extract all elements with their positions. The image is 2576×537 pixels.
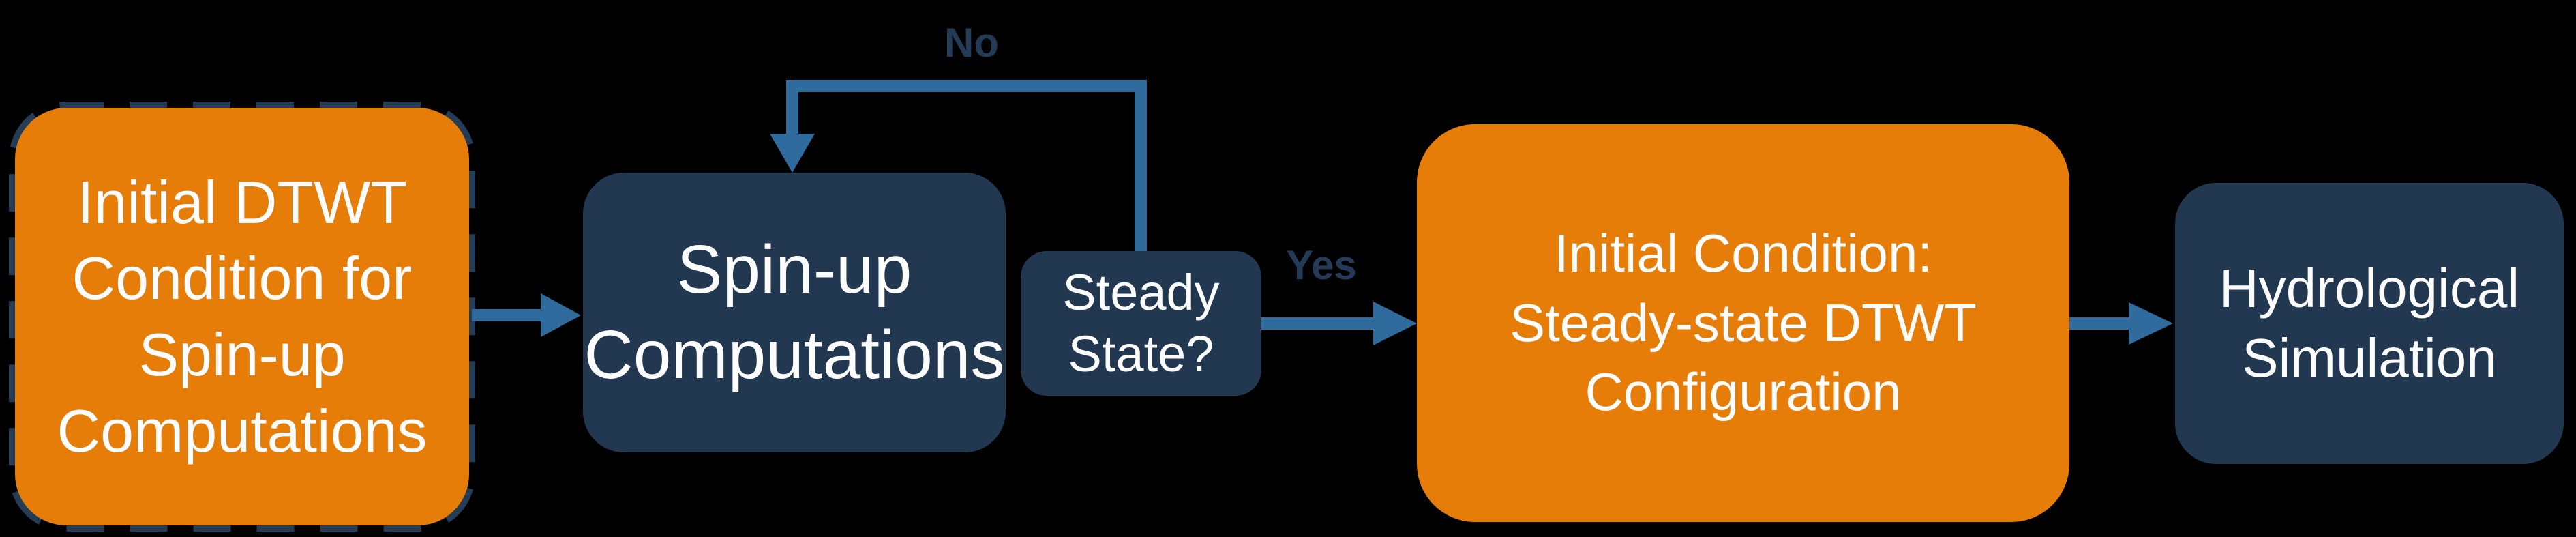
edge-no-loop xyxy=(770,80,1147,251)
node-steady-state-decision: Steady State? xyxy=(1021,251,1261,396)
edge-yes-arrow xyxy=(1261,302,1417,345)
edge-label-yes: Yes xyxy=(1286,242,1357,288)
node-label: Hydrological Simulation xyxy=(2219,258,2520,388)
node-initial-dtwt-condition: Initial DTWT Condition for Spin-up Compu… xyxy=(15,108,469,525)
node-label: Spin-up Computations xyxy=(584,231,1005,393)
node-label: Initial DTWT Condition for Spin-up Compu… xyxy=(57,168,428,465)
node-steady-state-configuration: Initial Condition: Steady-state DTWT Con… xyxy=(1417,124,2069,522)
edge-configuration-to-simulation xyxy=(2069,302,2173,345)
node-label: Initial Condition: Steady-state DTWT Con… xyxy=(1510,223,1977,422)
node-hydrological-simulation: Hydrological Simulation xyxy=(2175,183,2564,464)
node-spin-up-computations: Spin-up Computations xyxy=(583,173,1006,452)
edge-initial-to-spinup xyxy=(472,293,581,337)
node-label: Steady State? xyxy=(1062,263,1220,382)
edge-label-no: No xyxy=(944,19,999,66)
